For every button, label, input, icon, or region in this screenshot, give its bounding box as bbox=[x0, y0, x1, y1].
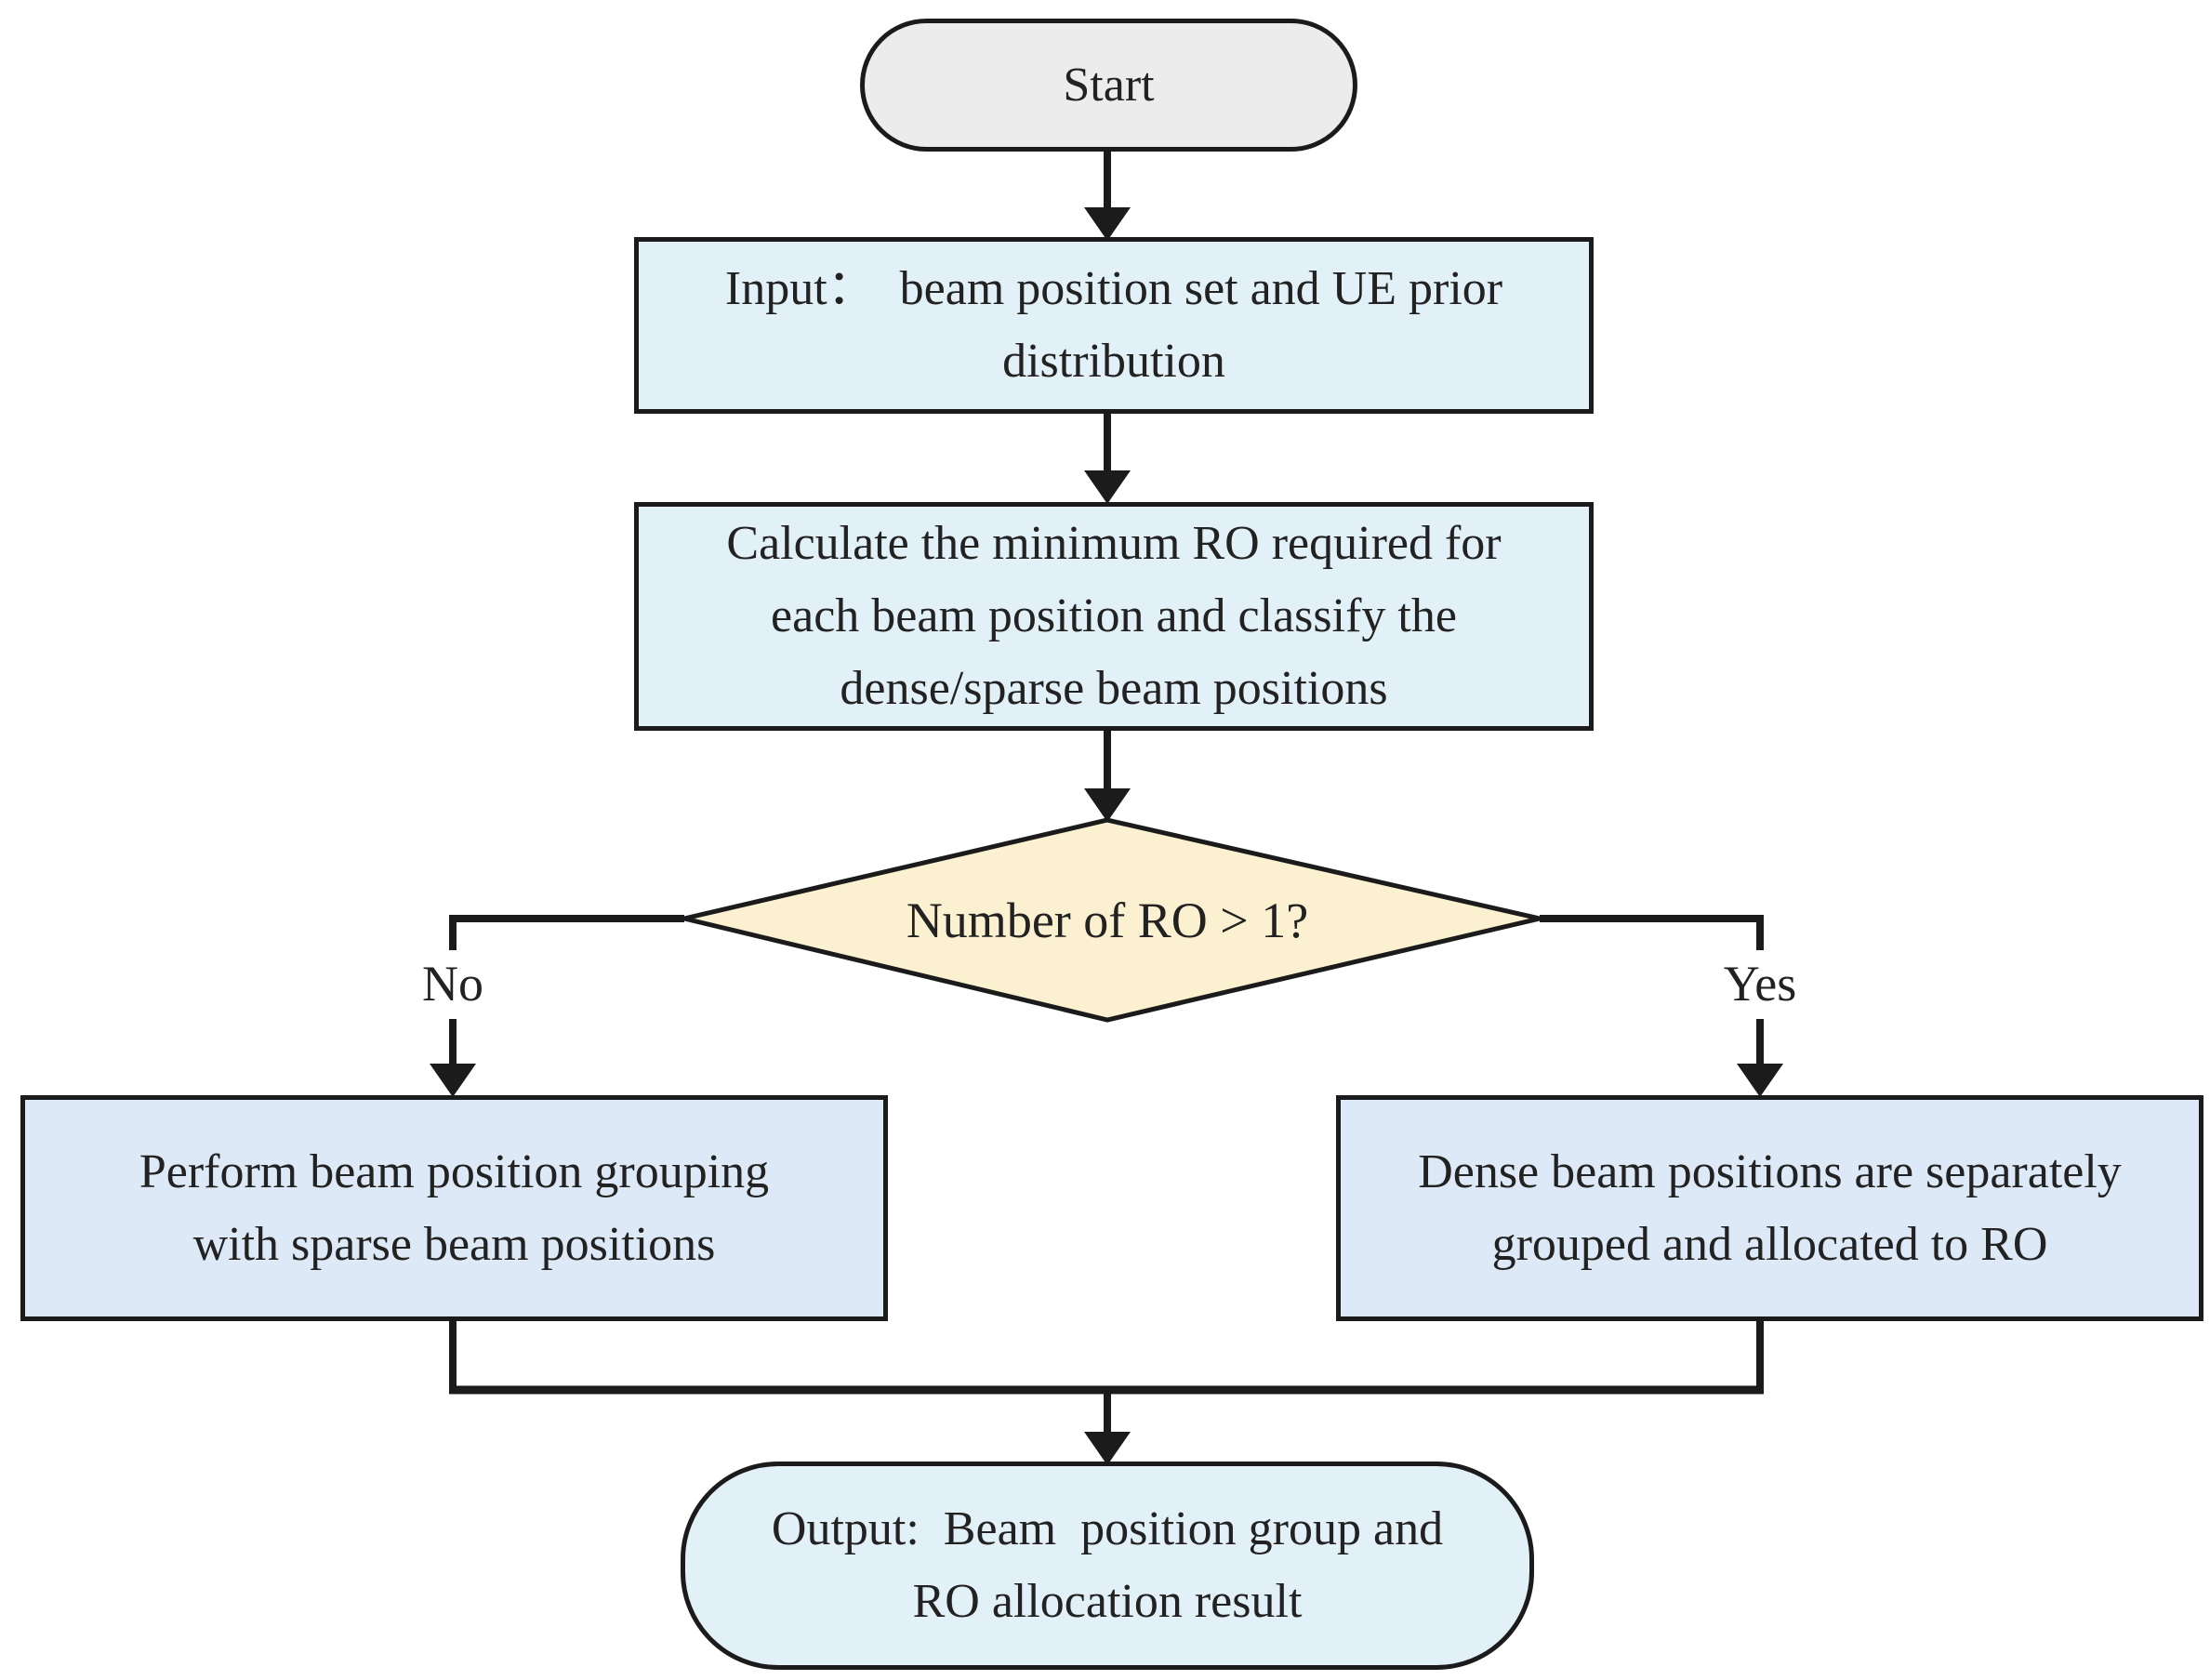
start-node-label: Start bbox=[1063, 58, 1155, 112]
input-node: Input： beam position set and UE prior di… bbox=[634, 237, 1594, 414]
arrow-calculate-to-decision-head bbox=[1084, 788, 1131, 822]
arrow-start-to-input-head bbox=[1084, 207, 1131, 241]
dense-branch-node-line: grouped and allocated to RO bbox=[1491, 1217, 2048, 1271]
dense-branch-node: Dense beam positions are separately grou… bbox=[1336, 1095, 2203, 1321]
output-node-line: Output: Beam position group and bbox=[771, 1502, 1444, 1555]
decision-node-label: Number of RO > 1? bbox=[906, 893, 1309, 948]
input-node-line: Input： beam position set and UE prior bbox=[724, 262, 1503, 315]
edge-yes-arrow-head bbox=[1737, 1064, 1783, 1097]
output-node-line: RO allocation result bbox=[912, 1575, 1303, 1628]
sparse-branch-node: Perform beam position grouping with spar… bbox=[20, 1095, 888, 1321]
sparse-branch-node-line: Perform beam position grouping bbox=[139, 1144, 770, 1198]
arrow-merge-to-output-head bbox=[1084, 1432, 1131, 1465]
output-node: Output: Beam position group and RO alloc… bbox=[681, 1462, 1534, 1670]
calculate-node: Calculate the minimum RO required for ea… bbox=[634, 502, 1594, 731]
edge-no-upper-line bbox=[449, 915, 684, 950]
dense-branch-node-line: Dense beam positions are separately bbox=[1418, 1144, 2122, 1198]
calculate-node-line: each beam position and classify the bbox=[771, 589, 1457, 642]
start-node: Start bbox=[860, 19, 1357, 152]
calculate-node-line: dense/sparse beam positions bbox=[840, 662, 1388, 715]
sparse-branch-node-line: with sparse beam positions bbox=[192, 1217, 716, 1271]
edge-label-no: No bbox=[422, 956, 483, 1012]
edge-no-arrow-head bbox=[430, 1064, 476, 1097]
arrow-input-to-calculate-head bbox=[1084, 470, 1131, 504]
calculate-node-line: Calculate the minimum RO required for bbox=[726, 517, 1502, 570]
edge-yes-upper-line bbox=[1540, 915, 1764, 950]
input-node-line: distribution bbox=[1002, 335, 1225, 388]
decision-diamond-shape bbox=[683, 817, 1541, 1023]
edge-label-yes: Yes bbox=[1723, 956, 1797, 1012]
